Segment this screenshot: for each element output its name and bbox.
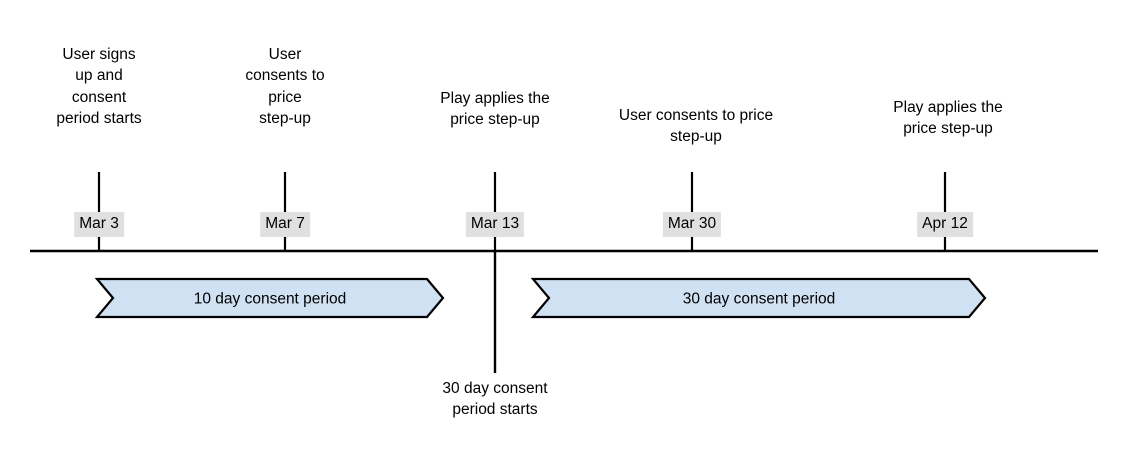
event-label-mar-7: User consents to price step-up [245, 46, 325, 128]
event-label-mar-30: User consents to price step-up [618, 107, 774, 146]
band-shape-10-day [94, 277, 445, 319]
tick-group [97, 172, 947, 251]
date-chip-mar-13: Mar 13 [465, 212, 525, 237]
date-chip-mar-7: Mar 7 [260, 212, 310, 237]
date-chip-apr-12: Apr 12 [917, 212, 973, 237]
date-chip-mar-3: Mar 3 [74, 212, 124, 237]
callout-label-30-day-start: 30 day consent period starts [442, 380, 548, 419]
event-label-apr-12: Play applies the price step-up [893, 99, 1003, 138]
band-label-10-day: 10 day consent period [193, 290, 347, 308]
band-shape-30-day [530, 277, 987, 319]
event-label-mar-13: Play applies the price step-up [440, 90, 550, 129]
event-label-mar-3: User signs up and consent period starts [56, 46, 142, 128]
date-chip-mar-30: Mar 30 [662, 212, 722, 237]
band-label-30-day: 30 day consent period [682, 290, 836, 308]
